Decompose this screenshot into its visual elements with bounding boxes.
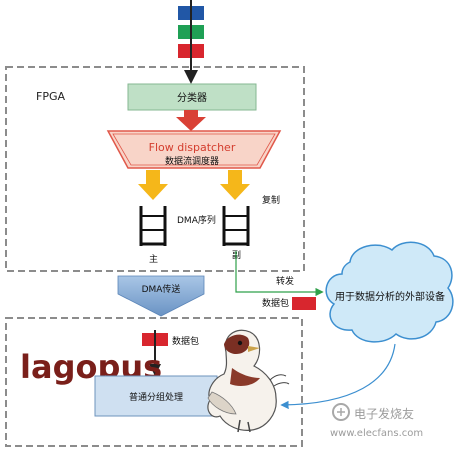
forward-label: 转发 <box>276 275 294 287</box>
packet-label-bottom: 数据包 <box>172 335 199 347</box>
cloud-to-bird-arrow <box>280 343 396 410</box>
classifier-label: 分类器 <box>177 91 207 104</box>
flow-dispatcher-shape <box>106 130 282 169</box>
packet-label-right: 数据包 <box>262 297 289 309</box>
copy-label: 复制 <box>262 194 280 206</box>
forward-connector <box>235 251 324 297</box>
normal-processing-label: 普通分组处理 <box>129 391 183 403</box>
incoming-flow-arrowhead <box>184 70 198 84</box>
lagopus-bird-icon <box>207 329 290 433</box>
fpga-frame <box>5 66 305 272</box>
external-device-label: 用于数据分析的外部设备 <box>335 290 445 303</box>
dma-queue-main <box>139 206 167 246</box>
yellow-arrow-sub <box>220 170 250 200</box>
watermark-cn: 电子发烧友 <box>354 406 414 421</box>
watermark: 电子发烧友 www.elecfans.com <box>330 403 423 439</box>
classifier-box <box>127 83 257 111</box>
dma-transfer-arrow <box>117 275 205 317</box>
dma-transfer-label: DMA传送 <box>142 283 181 295</box>
yellow-arrow-main <box>138 170 168 200</box>
packet-down-arrowhead <box>149 364 161 376</box>
watermark-url: www.elecfans.com <box>330 428 423 439</box>
lagopus-frame <box>5 317 303 447</box>
flow-dispatcher-inner <box>112 133 276 166</box>
dma-queue-label: DMA序列 <box>177 214 216 226</box>
main-queue-label: 主 <box>149 253 158 265</box>
fpga-label: FPGA <box>36 90 65 103</box>
normal-processing-box <box>94 375 218 417</box>
dispatcher-title: Flow dispatcher <box>149 141 236 154</box>
dma-queue-sub <box>222 206 250 246</box>
dispatcher-subtitle: 数据流调度器 <box>165 155 219 167</box>
packet-red-right <box>292 297 316 310</box>
external-device-cloud <box>325 241 454 343</box>
classifier-to-dispatcher-arrow <box>176 110 206 131</box>
incoming-packets <box>178 0 204 84</box>
